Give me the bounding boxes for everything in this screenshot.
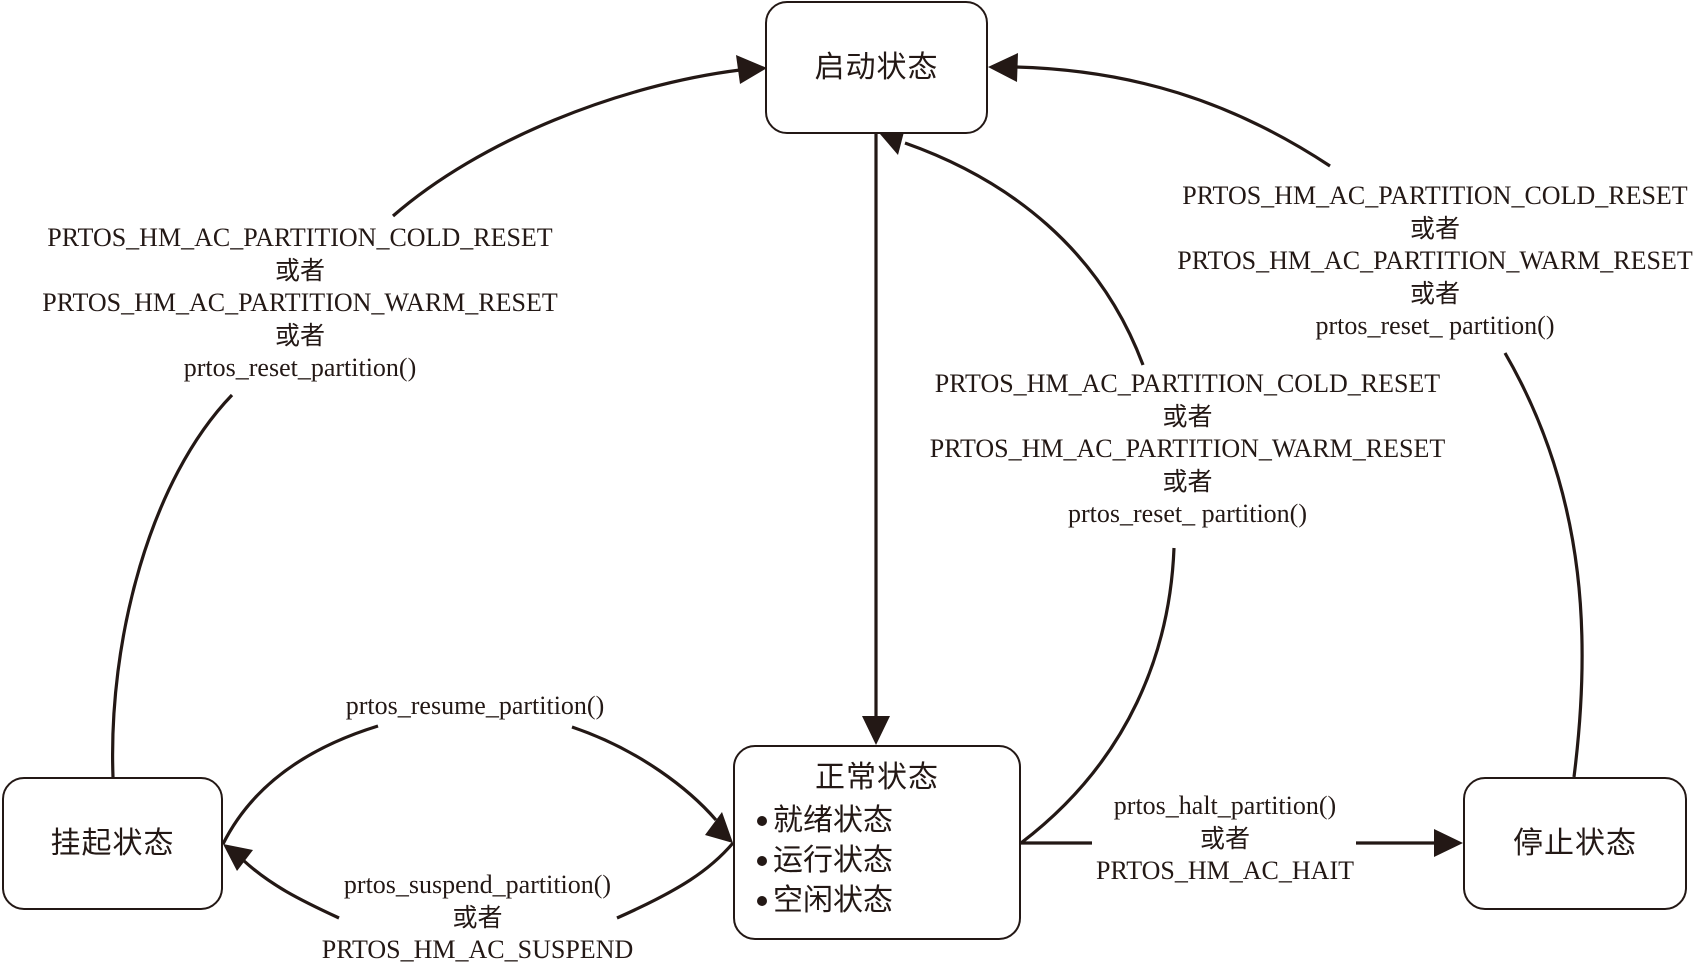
label-suspended-to-startup: PRTOS_HM_AC_PARTITION_COLD_RESET 或者 PRTO… (0, 222, 600, 385)
edge-normal-to-startup-upper (904, 141, 1145, 366)
label-line: 或者 (274, 255, 325, 285)
label-halted-to-startup: PRTOS_HM_AC_PARTITION_COLD_RESET 或者 PRTO… (1160, 180, 1703, 343)
state-normal-label: 正常状态 (815, 760, 939, 795)
label-line: prtos_halt_partition() (1113, 791, 1337, 820)
label-line: 或者 (1162, 466, 1213, 496)
label-line: prtos_resume_partition() (345, 691, 605, 720)
edge-suspended-to-normal-left (221, 724, 379, 845)
bullet-icon (757, 856, 767, 866)
arrowhead-normal-top (862, 716, 890, 745)
label-line: 或者 (1409, 278, 1460, 308)
label-line: prtos_suspend_partition() (343, 870, 612, 899)
label-line: 或者 (274, 320, 325, 350)
label-line: prtos_reset_ partition() (1068, 499, 1307, 528)
label-line: PRTOS_HM_AC_HAIT (1096, 856, 1354, 885)
arrowhead-halted-left (1434, 829, 1463, 857)
substate-ready-label: 就绪状态 (773, 803, 893, 838)
substate-running: 运行状态 (757, 841, 893, 881)
edge-halted-to-startup-upper (1014, 65, 1331, 168)
substate-list: 就绪状态 运行状态 空闲状态 (757, 801, 893, 921)
label-line: PRTOS_HM_AC_PARTITION_COLD_RESET (934, 369, 1441, 398)
substate-running-label: 运行状态 (773, 843, 893, 878)
label-line: 或者 (1199, 823, 1250, 853)
label-line: PRTOS_HM_AC_PARTITION_WARM_RESET (929, 434, 1446, 463)
edge-normal-to-suspended-right (616, 841, 735, 920)
state-suspended[interactable]: 挂起状态 (2, 777, 223, 910)
label-line: 或者 (1162, 401, 1213, 431)
label-line: PRTOS_HM_AC_PARTITION_WARM_RESET (42, 288, 558, 317)
state-halted-label: 停止状态 (1513, 825, 1637, 861)
state-startup-label: 启动状态 (814, 49, 939, 85)
label-line: 或者 (452, 902, 503, 932)
bullet-icon (757, 816, 767, 826)
label-line: PRTOS_HM_AC_PARTITION_COLD_RESET (47, 223, 553, 252)
label-line: prtos_reset_ partition() (1315, 311, 1555, 340)
edge-suspended-to-startup-lower (111, 393, 234, 778)
bullet-icon (757, 896, 767, 906)
arrowhead-startup-right (988, 53, 1018, 82)
edge-suspended-to-normal-right (571, 725, 718, 822)
label-line: PRTOS_HM_AC_PARTITION_COLD_RESET (1182, 181, 1688, 210)
edge-normal-to-startup-lower (1020, 547, 1176, 845)
label-suspended-to-normal: prtos_resume_partition() (300, 690, 650, 723)
arrowhead-normal-left (705, 812, 733, 843)
substate-idle-label: 空闲状态 (773, 883, 893, 918)
substate-ready: 就绪状态 (757, 801, 893, 841)
arrowhead-startup-left (736, 55, 767, 84)
label-line: PRTOS_HM_AC_PARTITION_WARM_RESET (1177, 246, 1693, 275)
label-normal-to-halted: prtos_halt_partition() 或者 PRTOS_HM_AC_HA… (1090, 790, 1360, 888)
label-line: 或者 (1409, 213, 1460, 243)
substate-idle: 空闲状态 (757, 881, 893, 921)
label-line: prtos_reset_partition() (183, 353, 417, 382)
arrowhead-suspended-right (223, 844, 253, 871)
state-normal[interactable]: 正常状态 就绪状态 运行状态 空闲状态 (733, 745, 1021, 940)
state-halted[interactable]: 停止状态 (1463, 777, 1687, 910)
label-normal-to-startup: PRTOS_HM_AC_PARTITION_COLD_RESET 或者 PRTO… (900, 368, 1475, 531)
edge-suspended-to-startup-upper (391, 68, 741, 218)
label-normal-to-suspended: prtos_suspend_partition() 或者 PRTOS_HM_AC… (290, 869, 665, 967)
state-startup[interactable]: 启动状态 (765, 1, 988, 134)
edge-halted-to-startup-lower (1503, 352, 1584, 778)
edge-normal-to-suspended-left (241, 858, 340, 920)
state-suspended-label: 挂起状态 (50, 825, 175, 861)
label-line: PRTOS_HM_AC_SUSPEND (321, 935, 634, 964)
arrowhead-startup-bottom (880, 128, 905, 155)
